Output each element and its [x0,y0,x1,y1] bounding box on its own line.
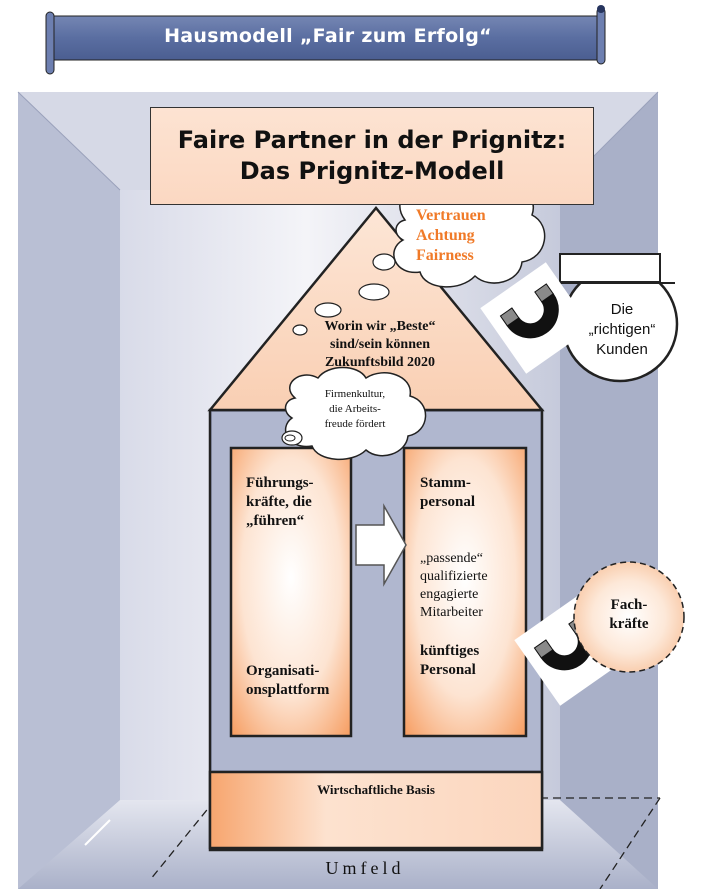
left-pillar-bottom: Organisati- onsplattform [246,662,329,700]
culture-line-2: die Arbeits- [329,403,381,415]
left-pillar [229,446,353,738]
title-banner [45,5,606,75]
culture-text: Firmenkultur, die Arbeits- freude förder… [300,387,410,432]
environment-label: Umfeld [325,858,405,878]
quality-2: qualifizierte [420,569,488,584]
left-pillar-bottom-2: onsplattform [246,682,330,698]
arrow-icon [355,503,407,587]
future-line-1: künftiges [420,643,480,659]
customers-line-2: „richtigen“ [588,321,656,338]
future-line-2: Personal [420,662,476,678]
base-label: Wirtschaftliche Basis [317,782,435,797]
roof-line-3: Zukunftsbild 2020 [324,355,436,370]
skilled-line-1: Fach- [610,597,648,613]
roof-line-2: sind/sein können [330,337,430,352]
culture-line-3: freude fördert [324,418,386,430]
value-trust: Vertrauen [416,207,486,224]
foundation [208,770,544,850]
right-pillar-future: künftiges Personal [420,642,479,680]
roof-line-1: Worin wir „Beste“ [324,319,436,334]
left-pillar-line-3: „führen“ [246,513,305,529]
right-pillar-line-1: Stamm- [420,475,471,491]
title-line-1: Faire Partner in der Prignitz: [177,126,567,154]
magnet-icon [480,262,592,374]
title-line-2: Das Prignitz-Modell [239,157,505,185]
roof-text: Worin wir „Beste“ sind/sein können Zukun… [300,318,460,372]
banner-title: Hausmodell „Fair zum Erfolg“ [164,25,492,47]
right-pillar [402,446,528,738]
culture-line-1: Firmenkultur, [324,388,386,400]
value-fairness: Fairness [416,247,474,264]
quality-4: Mitarbeiter [420,605,483,620]
skilled-workers-text: Fach- kräfte [594,596,664,634]
ground-dashed-line [149,797,661,889]
quality-3: engagierte [420,587,479,602]
title-box: Faire Partner in der Prignitz: Das Prign… [150,107,594,205]
customers-line-1: Die [610,301,634,318]
value-respect: Achtung [416,227,475,244]
right-pillar-title: Stamm- personal [420,474,475,512]
customers-line-3: Kunden [596,341,648,358]
left-pillar-title: Führungs- kräfte, die „führen“ [246,474,314,531]
skilled-workers-circle [573,561,685,673]
customers-text: Die „richtigen“ Kunden [574,300,670,360]
left-pillar-line-2: kräfte, die [246,494,312,510]
values-text: Vertrauen Achtung Fairness [410,206,526,266]
culture-cloud [281,366,427,461]
right-pillar-line-2: personal [420,494,476,510]
right-pillar-qualities: „passende“ qualifizierte engagierte Mita… [420,550,488,622]
left-pillar-bottom-1: Organisati- [246,663,320,679]
quality-1: „passende“ [420,551,483,566]
left-pillar-line-1: Führungs- [246,475,314,491]
skilled-line-2: kräfte [609,616,649,632]
